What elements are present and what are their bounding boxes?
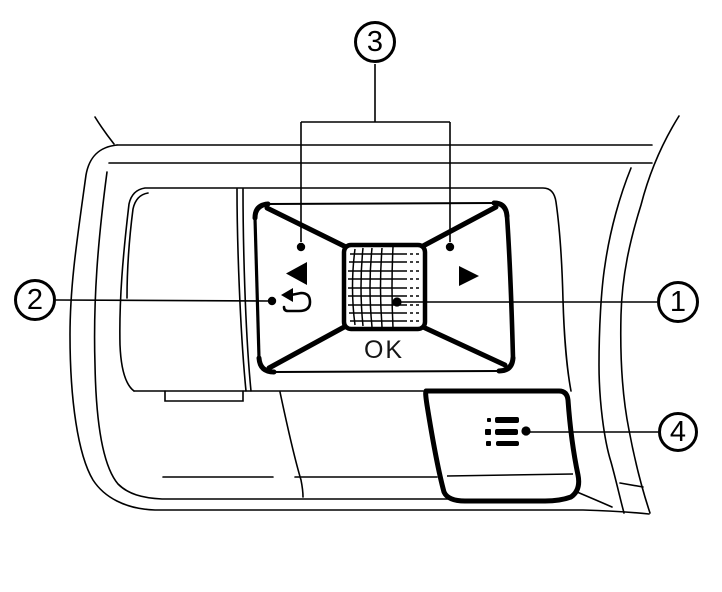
control-pad [252,200,516,375]
ok-button-label: OK [363,336,405,364]
callout-dots [267,242,531,436]
bowtie-dividers [264,204,508,371]
left-triangle-icon [286,262,307,285]
menu-button [423,388,582,504]
menu-list-icon [485,417,519,446]
callout-3: 3 [354,21,396,63]
callout-leader-lines [55,64,658,433]
return-arrow-icon [281,288,312,313]
right-triangle-icon [459,266,479,286]
callout-2-number: 2 [26,283,44,316]
callout-1: 1 [657,281,699,323]
callout-3-number: 3 [366,25,384,58]
dashboard-outline [69,115,680,515]
scroll-wheel-icon [341,242,428,332]
callout-1-number: 1 [669,285,687,318]
callout-4: 4 [658,412,698,452]
callout-4-number: 4 [669,415,687,448]
callout-2: 2 [14,279,56,321]
